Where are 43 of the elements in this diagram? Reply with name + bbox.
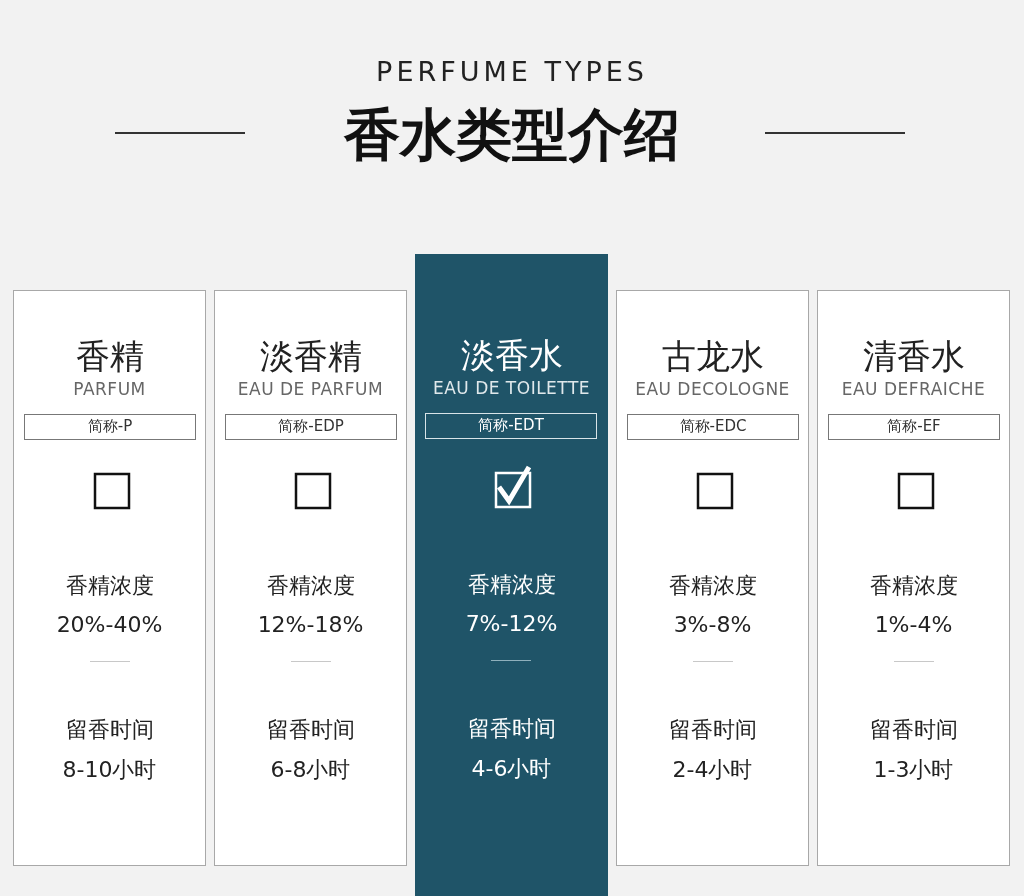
concentration-label: 香精浓度 <box>868 572 959 600</box>
perfume-name: 香精 <box>74 335 145 378</box>
duration-value: 2-4小时 <box>671 756 754 784</box>
perfume-name: 清香水 <box>861 335 966 378</box>
duration-value: 6-8小时 <box>269 756 352 784</box>
english-name: EAU DECOLOGNE <box>634 379 791 399</box>
perfume-card <box>13 290 206 866</box>
checked-checkbox-icon <box>493 465 533 509</box>
duration-value: 8-10小时 <box>61 756 158 784</box>
concentration-label: 香精浓度 <box>265 572 356 600</box>
english-name: EAU DEFRAICHE <box>840 379 987 399</box>
perfume-card <box>616 290 809 866</box>
perfume-card <box>415 254 608 896</box>
concentration-label: 香精浓度 <box>466 571 557 599</box>
perfume-card <box>817 290 1010 866</box>
duration-label: 留香时间 <box>265 716 356 744</box>
english-name: EAU DE TOILETTE <box>431 378 592 398</box>
concentration-value: 20%-40% <box>55 612 164 637</box>
abbreviation-tag: 简称-EF <box>828 414 1000 440</box>
perfume-name: 古龙水 <box>660 335 765 378</box>
duration-value: 4-6小时 <box>470 755 553 783</box>
subtitle: PERFUME TYPES <box>375 56 649 87</box>
concentration-value: 7%-12% <box>464 611 559 636</box>
duration-label: 留香时间 <box>64 716 155 744</box>
duration-value: 1-3小时 <box>872 756 955 784</box>
english-name: EAU DE PARFUM <box>236 379 385 399</box>
english-name: PARFUM <box>72 379 147 399</box>
perfume-name: 淡香水 <box>459 334 564 377</box>
abbreviation-tag: 简称-EDT <box>425 413 597 439</box>
concentration-value: 1%-4% <box>873 612 954 637</box>
concentration-label: 香精浓度 <box>667 572 758 600</box>
abbreviation-tag: 简称-EDP <box>225 414 397 440</box>
abbreviation-tag: 简称-EDC <box>627 414 799 440</box>
concentration-value: 3%-8% <box>672 612 753 637</box>
duration-label: 留香时间 <box>667 716 758 744</box>
perfume-card <box>214 290 407 866</box>
title: 香水类型介绍 <box>343 101 681 169</box>
duration-label: 留香时间 <box>466 715 557 743</box>
perfume-name: 淡香精 <box>258 335 363 378</box>
abbreviation-tag: 简称-P <box>24 414 196 440</box>
concentration-value: 12%-18% <box>256 612 365 637</box>
duration-label: 留香时间 <box>868 716 959 744</box>
concentration-label: 香精浓度 <box>64 572 155 600</box>
